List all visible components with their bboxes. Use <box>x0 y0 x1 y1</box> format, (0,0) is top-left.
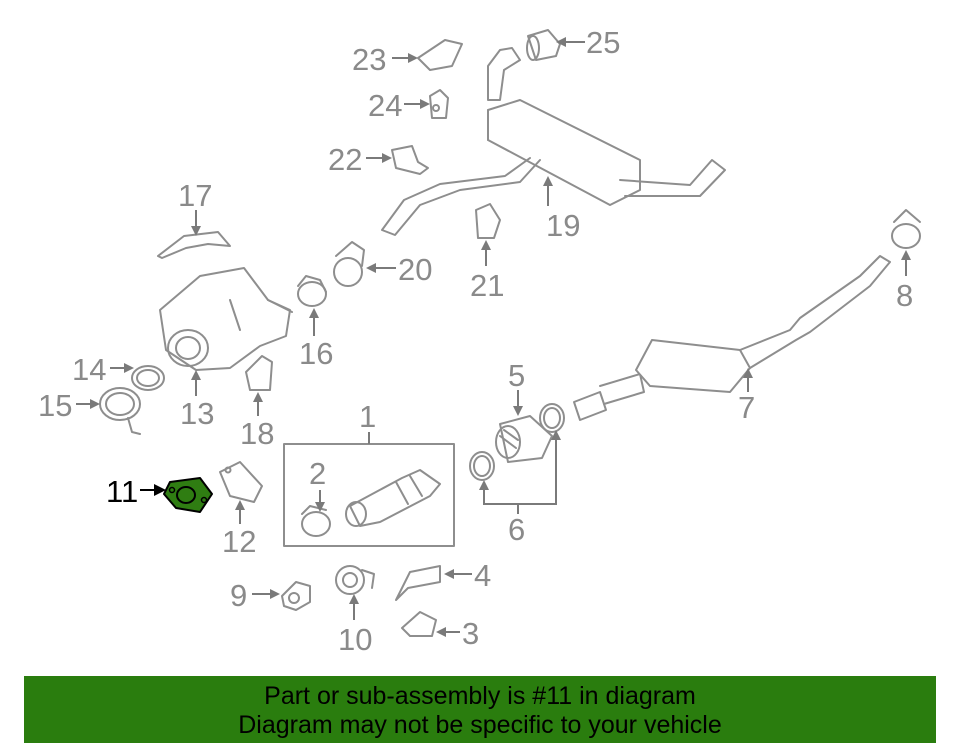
callout-22[interactable]: 22 <box>328 142 362 177</box>
part-16-clamp[interactable] <box>297 275 327 307</box>
banner-line-1: Part or sub-assembly is #11 in diagram <box>264 682 696 710</box>
part-11-flange-gasket[interactable] <box>163 477 213 513</box>
part-19-rear-muffler[interactable] <box>381 47 726 236</box>
part-25-tailpipe-tip[interactable] <box>526 29 561 61</box>
arrow-6b <box>551 430 561 440</box>
part-1-front-pipe[interactable] <box>345 469 441 527</box>
arrow-14 <box>124 363 134 373</box>
callout-24[interactable]: 24 <box>368 88 402 123</box>
arrow-19 <box>543 176 553 186</box>
callout-4[interactable]: 4 <box>474 558 491 593</box>
callout-11[interactable]: 11 <box>106 474 138 509</box>
callout-23[interactable]: 23 <box>352 42 386 77</box>
part-8-clamp[interactable] <box>891 209 921 249</box>
callout-7[interactable]: 7 <box>738 390 755 425</box>
part-15-vband-clamp[interactable] <box>99 387 141 435</box>
arrow-6a <box>479 480 489 490</box>
callout-2[interactable]: 2 <box>309 456 326 491</box>
arrow-18 <box>253 392 263 402</box>
arrow-10 <box>349 594 359 604</box>
arrow-15 <box>90 399 100 409</box>
arrow-25 <box>556 37 566 47</box>
part-6-gaskets[interactable] <box>469 403 565 481</box>
callout-21[interactable]: 21 <box>470 268 504 303</box>
part-18-bracket[interactable] <box>245 355 273 391</box>
arrow-13 <box>191 370 201 380</box>
arrow-20 <box>366 263 376 273</box>
arrow-21 <box>481 240 491 250</box>
part-20-clamp[interactable] <box>333 241 365 287</box>
callout-5[interactable]: 5 <box>508 358 525 393</box>
leader-6 <box>483 434 557 505</box>
part-22-bracket[interactable] <box>391 145 429 175</box>
callout-3[interactable]: 3 <box>462 616 479 651</box>
part-5-outlet-flange[interactable] <box>495 415 553 463</box>
callout-15[interactable]: 15 <box>38 388 72 423</box>
callout-12[interactable]: 12 <box>222 524 256 559</box>
arrow-9 <box>270 589 280 599</box>
part-3-bracket[interactable] <box>401 611 437 637</box>
part-7-intermediate-pipe[interactable] <box>573 255 891 421</box>
callout-14[interactable]: 14 <box>72 352 106 387</box>
arrow-23 <box>408 53 418 63</box>
part-2-clamp[interactable] <box>301 505 331 537</box>
arrow-11 <box>154 484 166 496</box>
part-4-bracket[interactable] <box>395 565 441 601</box>
callout-16[interactable]: 16 <box>299 336 333 371</box>
part-12-gasket[interactable] <box>219 461 263 503</box>
callout-25[interactable]: 25 <box>586 25 620 60</box>
arrow-4 <box>444 569 454 579</box>
callout-13[interactable]: 13 <box>180 396 214 431</box>
banner-line-2: Diagram may not be specific to your vehi… <box>238 711 722 739</box>
arrow-12 <box>235 500 245 510</box>
arrow-22 <box>382 153 392 163</box>
callout-18[interactable]: 18 <box>240 416 274 451</box>
callout-20[interactable]: 20 <box>398 252 432 287</box>
part-24-hanger[interactable] <box>429 89 449 119</box>
callout-17[interactable]: 17 <box>178 178 212 213</box>
callout-9[interactable]: 9 <box>230 578 247 613</box>
arrow-24 <box>420 99 430 109</box>
callout-10[interactable]: 10 <box>338 622 372 657</box>
arrow-17 <box>191 226 201 236</box>
part-21-hanger[interactable] <box>475 203 501 239</box>
part-10-clamp[interactable] <box>335 565 375 595</box>
arrow-2 <box>315 502 325 512</box>
part-13-particulate-filter[interactable] <box>159 267 293 371</box>
part-23-heat-shield[interactable] <box>417 39 463 71</box>
arrow-8 <box>901 250 911 260</box>
callout-19[interactable]: 19 <box>546 208 580 243</box>
arrow-5 <box>513 406 523 416</box>
info-banner: Part or sub-assembly is #11 in diagram D… <box>24 676 936 743</box>
arrow-7 <box>743 368 753 378</box>
callout-8[interactable]: 8 <box>896 278 913 313</box>
arrow-16 <box>309 308 319 318</box>
arrow-3 <box>436 627 446 637</box>
part-17-heat-shield[interactable] <box>157 231 231 259</box>
part-9-sensor[interactable] <box>281 581 311 611</box>
part-14-gasket[interactable] <box>131 365 165 391</box>
callout-1[interactable]: 1 <box>359 399 376 434</box>
callout-6[interactable]: 6 <box>508 512 525 547</box>
